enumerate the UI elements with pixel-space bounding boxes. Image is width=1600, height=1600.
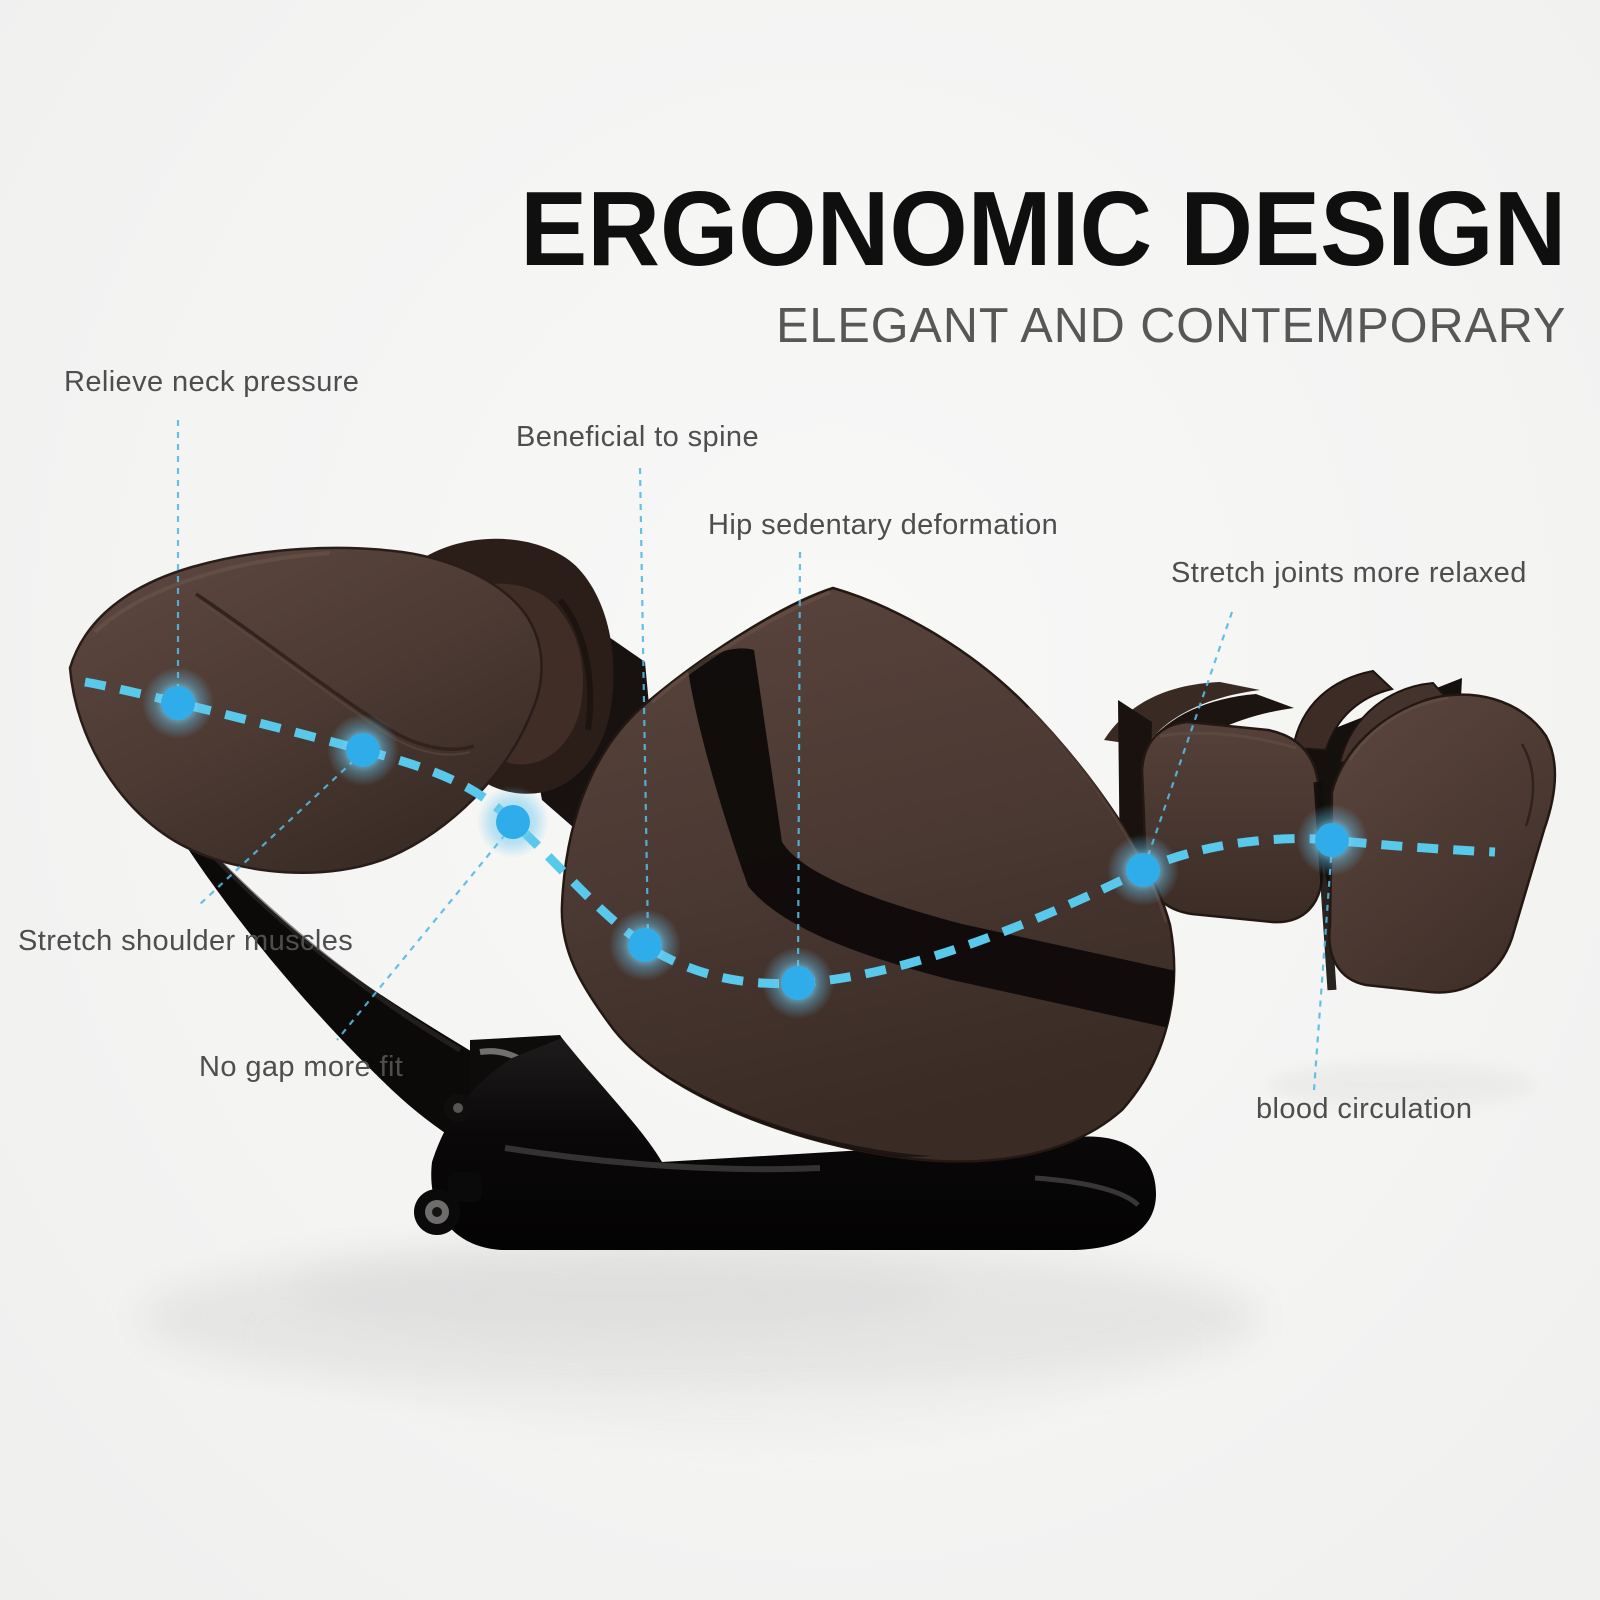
massage-point-spine [609,909,681,981]
page-subtitle: ELEGANT AND CONTEMPORARY [775,299,1566,353]
leader-stretch-joints-more-relaxed [1144,611,1234,863]
feature-label-no-gap-more-fit: No gap more fit [199,1051,404,1083]
leader-stretch-shoulder-muscles [197,751,364,907]
page-title: ERGONOMIC DESIGN [519,170,1566,288]
feature-label-stretch-joints-more-relaxed: Stretch joints more relaxed [1171,557,1527,589]
massage-point-legs [1296,804,1368,876]
headrest-cushion [68,546,543,874]
leader-hip-sedentary-deformation [796,551,802,976]
leader-blood-circulation [1312,844,1334,1091]
feature-label-beneficial-to-spine: Beneficial to spine [516,421,759,453]
massage-point-neck [142,667,214,739]
header: ERGONOMIC DESIGN ELEGANT AND CONTEMPORAR… [465,176,1566,351]
feature-label-hip-sedentary-deformation: Hip sedentary deformation [708,509,1059,541]
feature-label-relieve-neck-pressure: Relieve neck pressure [64,366,360,398]
floor-reflection [140,1063,1535,1433]
massage-points [142,667,1368,1019]
leader-lines [176,420,1334,1091]
massage-point-upper-back [477,786,549,858]
leader-no-gap-more-fit [336,824,514,1041]
massage-point-shoulder [327,714,399,786]
massage-point-joints [1107,834,1179,906]
backrest-seat [560,586,1176,1163]
chair-base [431,1038,1156,1250]
feature-label-stretch-shoulder-muscles: Stretch shoulder muscles [18,925,354,957]
massage-point-hip [762,947,834,1019]
guide-roller [444,1094,472,1122]
feature-label-blood-circulation: blood circulation [1256,1093,1473,1125]
ergonomic-curve [84,677,1496,989]
caster-wheel [414,1172,482,1235]
